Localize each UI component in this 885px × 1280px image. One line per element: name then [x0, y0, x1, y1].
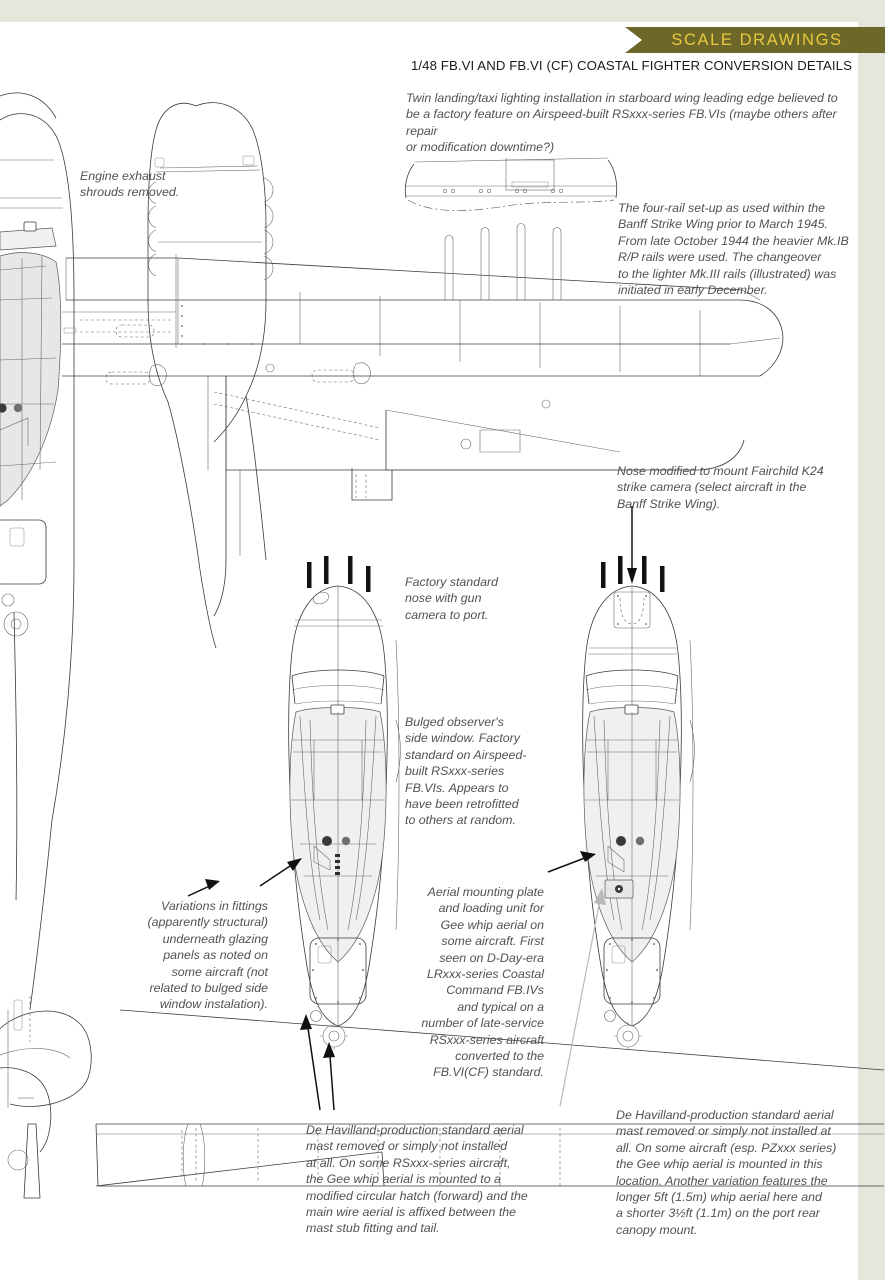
wing-plan-drawing	[0, 92, 885, 1199]
banner-label: SCALE DRAWINGS	[671, 31, 843, 49]
rp-rail-detail	[444, 223, 562, 300]
note-dh-mast-right: De Havilland-production standard aerial …	[616, 1108, 837, 1237]
note-dh-mast-left: De Havilland-production standard aerial …	[306, 1123, 528, 1236]
note-engine-exhaust: Engine exhaust shrouds removed.	[80, 169, 180, 200]
note-nose-camera: Nose modified to mount Fairchild K24 str…	[617, 464, 824, 511]
drawing-paper	[0, 22, 858, 1280]
nose-camera-drawing	[582, 556, 695, 1050]
note-factory-nose: Factory standard nose with gun camera to…	[405, 575, 498, 622]
note-aerial-mounting-plate: Aerial mounting plate and loading unit f…	[421, 885, 544, 1080]
note-four-rail-setup: The four-rail set-up as used within the …	[618, 201, 849, 298]
banner-notch	[625, 27, 642, 53]
note-bulged-window: Bulged observer's side window. Factory s…	[405, 715, 527, 828]
leader-arrows	[187, 506, 637, 1111]
leading-edge-light-detail	[404, 157, 618, 211]
note-landing-lights: Twin landing/taxi lighting installation …	[406, 91, 838, 155]
page-subtitle: 1/48 FB.VI AND FB.VI (CF) COASTAL FIGHTE…	[410, 58, 852, 73]
note-variations-fittings: Variations in fittings (apparently struc…	[147, 899, 268, 1012]
scale-drawings-banner	[641, 27, 885, 53]
nose-standard-drawing	[288, 556, 401, 1050]
